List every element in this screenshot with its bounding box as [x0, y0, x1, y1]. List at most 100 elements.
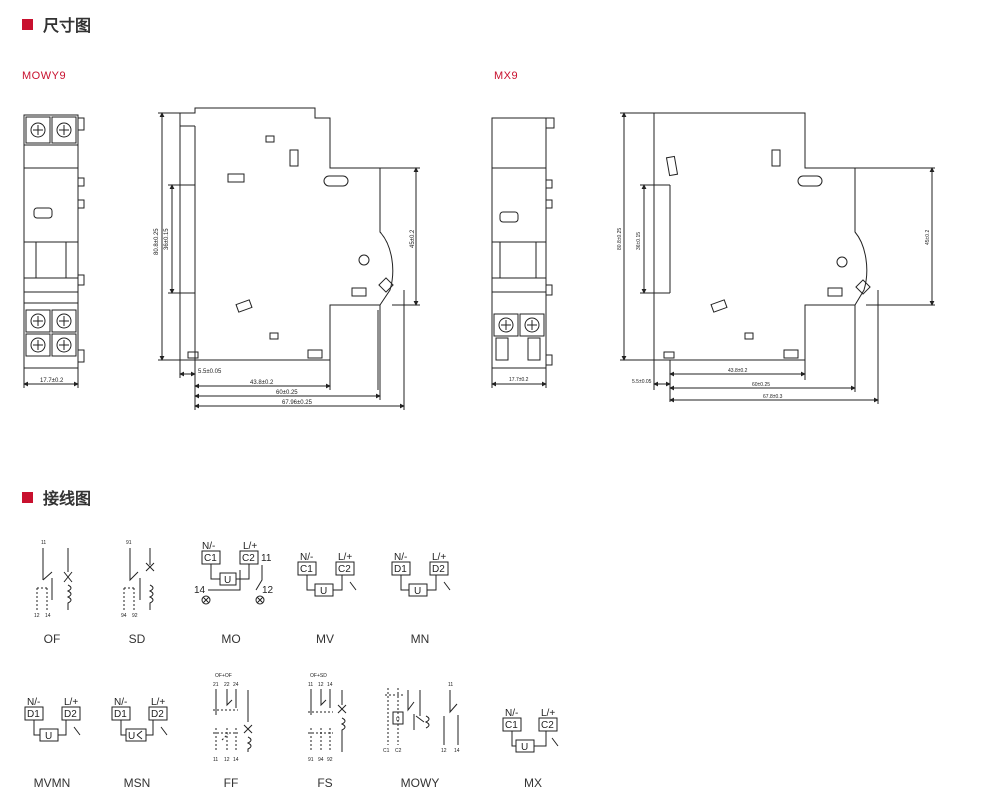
dim-d3: 60±0.25	[276, 390, 298, 396]
red-square-icon	[22, 18, 33, 30]
svg-text:L/+: L/+	[243, 541, 257, 552]
svg-text:L/+: L/+	[541, 708, 555, 719]
dim-h-total: 80.8±0.25	[617, 228, 623, 250]
dim-d4: 67.96±0.25	[282, 400, 313, 406]
svg-text:11: 11	[213, 757, 218, 763]
svg-text:C1: C1	[300, 564, 313, 575]
svg-text:12: 12	[318, 682, 324, 688]
svg-text:92: 92	[132, 613, 138, 619]
svg-text:U: U	[396, 717, 400, 723]
svg-text:U: U	[414, 586, 421, 597]
svg-text:24: 24	[233, 682, 239, 688]
mowy9-side-view	[158, 107, 420, 410]
svg-text:91: 91	[126, 540, 132, 546]
svg-text:12: 12	[262, 585, 274, 596]
section-wiring-header: 接线图	[22, 485, 91, 509]
wiring-caption-of: OF	[43, 632, 61, 646]
wiring-caption-mx: MX	[524, 776, 542, 790]
wiring-caption-mo: MO	[221, 632, 241, 646]
svg-text:U: U	[320, 586, 327, 597]
section-title: 尺寸图	[43, 16, 92, 35]
dim-h-right: 45±0.2	[925, 230, 931, 245]
dim-d2: 43.8±0.2	[250, 380, 274, 386]
mowy9-front-view	[23, 114, 85, 388]
mx9-front-view	[491, 117, 555, 388]
svg-text:C2: C2	[395, 748, 402, 754]
dim-h-inner: 36±0.15	[636, 232, 642, 250]
svg-text:L/+: L/+	[338, 552, 352, 563]
dim-h-right: 45±0.2	[410, 229, 416, 248]
wiring-mv: N/- L/+ C1 C2 U	[297, 552, 357, 597]
wiring-mn: N/- L/+ D1 D2 U	[391, 552, 451, 597]
svg-text:N/-: N/-	[300, 552, 313, 563]
svg-text:92: 92	[327, 757, 333, 763]
wiring-mvmn: N/- L/+ D1 D2 U	[24, 697, 81, 742]
svg-text:L/+: L/+	[432, 552, 446, 563]
wiring-caption-mvmn: MVMN	[33, 776, 71, 790]
svg-text:D1: D1	[27, 709, 40, 720]
svg-text:C2: C2	[338, 564, 351, 575]
svg-text:11: 11	[41, 540, 46, 546]
svg-text:21: 21	[213, 682, 219, 688]
dim-d1: 5.5±0.05	[198, 369, 222, 375]
svg-text:U: U	[45, 731, 52, 742]
dim-d4: 67.8±0.3	[763, 394, 783, 400]
svg-text:N/-: N/-	[505, 708, 518, 719]
svg-text:D2: D2	[151, 709, 164, 720]
svg-text:91: 91	[308, 757, 314, 763]
svg-text:D2: D2	[432, 564, 445, 575]
wiring-caption-sd: SD	[128, 632, 146, 646]
wiring-caption-mowy: MOWY	[400, 776, 440, 790]
wiring-ff: OF+OF 21 22 24 11 12 14	[213, 673, 253, 763]
svg-text:22: 22	[224, 682, 230, 688]
svg-text:D1: D1	[114, 709, 127, 720]
section-title: 接线图	[43, 489, 92, 508]
svg-text:L/+: L/+	[64, 697, 78, 708]
svg-text:N/-: N/-	[394, 552, 407, 563]
svg-text:14: 14	[194, 585, 206, 596]
wiring-of: 11 12 14	[34, 540, 73, 619]
dim-width-front: 17.7±0.2	[509, 377, 529, 383]
svg-text:C2: C2	[242, 553, 255, 564]
dim-width-front: 17.7±0.2	[40, 378, 64, 384]
svg-text:12: 12	[224, 757, 230, 763]
wiring-mo: N/- L/+ C1 C2 11 U 14 12	[194, 541, 274, 605]
svg-text:C2: C2	[541, 720, 554, 731]
dim-d1: 5.5±0.05	[632, 379, 652, 385]
wiring-mx: N/- L/+ C1 C2 U	[502, 708, 559, 753]
wiring-caption-mn: MN	[410, 632, 430, 646]
svg-text:N/-: N/-	[202, 541, 215, 552]
svg-text:94: 94	[121, 613, 127, 619]
svg-text:14: 14	[233, 757, 239, 763]
wiring-msn: N/- L/+ D1 D2 U	[111, 697, 168, 742]
svg-text:OF+SD: OF+SD	[310, 673, 327, 679]
wiring-fs: OF+SD 11 12 14 91 94 92	[308, 673, 347, 763]
svg-text:D1: D1	[394, 564, 407, 575]
svg-text:U: U	[521, 742, 528, 753]
red-square-icon	[22, 491, 33, 503]
svg-text:14: 14	[327, 682, 333, 688]
svg-text:U: U	[128, 731, 135, 742]
svg-text:C1: C1	[204, 553, 217, 564]
wiring-mowy: U 11 C1 C2 12 14	[383, 682, 460, 754]
svg-text:U: U	[224, 575, 231, 586]
svg-text:11: 11	[261, 553, 272, 564]
dim-d2: 43.8±0.2	[728, 368, 748, 374]
wiring-caption-mv: MV	[316, 632, 334, 646]
svg-text:D2: D2	[64, 709, 77, 720]
mx9-side-view	[620, 112, 935, 404]
svg-text:14: 14	[454, 748, 460, 754]
svg-text:N/-: N/-	[27, 697, 40, 708]
svg-text:C1: C1	[505, 720, 518, 731]
svg-text:OF+OF: OF+OF	[215, 673, 232, 679]
dim-h-total: 80.8±0.25	[154, 228, 160, 255]
svg-text:N/-: N/-	[114, 697, 127, 708]
wiring-caption-msn: MSN	[123, 776, 151, 790]
svg-text:12: 12	[34, 613, 40, 619]
dim-h-inner: 36±0.15	[164, 228, 170, 250]
section-dimensions-header: 尺寸图	[22, 12, 91, 36]
svg-text:12: 12	[441, 748, 447, 754]
dim-d3: 60±0.25	[752, 382, 770, 388]
svg-text:14: 14	[45, 613, 51, 619]
wiring-caption-ff: FF	[223, 776, 239, 790]
